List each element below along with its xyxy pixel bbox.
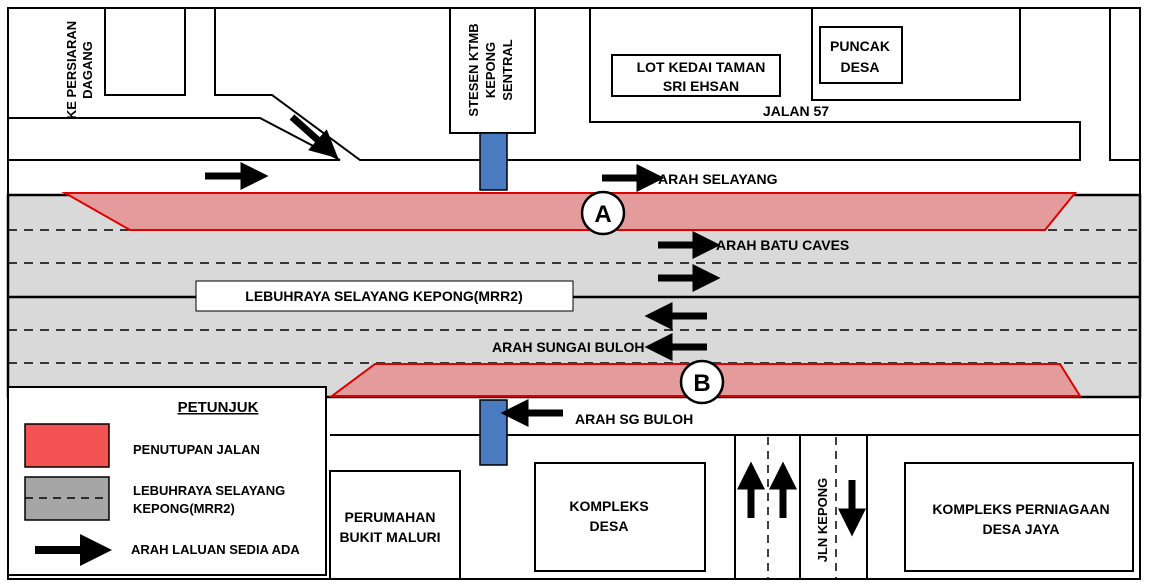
highway-name-box xyxy=(195,280,574,312)
svg-text:KE PERSIARAN: KE PERSIARAN xyxy=(64,21,79,119)
puncak-label: DESA xyxy=(841,59,880,75)
svg-text:JLN KEPONG: JLN KEPONG xyxy=(815,478,830,563)
legend-closure-swatch xyxy=(24,423,110,468)
vertical-label-jln-kepong: JLN KEPONG xyxy=(815,478,830,563)
svg-text:DAGANG: DAGANG xyxy=(80,41,95,99)
streets-layer xyxy=(7,7,1141,580)
lot-kedai-label: SRI EHSAN xyxy=(663,78,739,94)
legend-highway-label: LEBUHRAYA SELAYANG xyxy=(133,483,285,498)
highway-name-label: LEBUHRAYA SELAYANG KEPONG(MRR2) xyxy=(245,288,522,304)
lot-kedai-box xyxy=(611,54,781,97)
marker-a: A xyxy=(580,190,626,236)
perumahan-label: BUKIT MALURI xyxy=(339,529,440,545)
lot-kedai-label: LOT KEDAI TAMAN xyxy=(637,59,766,75)
perumahan-label: PERUMAHAN xyxy=(345,509,436,525)
kompleks-desa-label: KOMPLEKS xyxy=(569,498,648,514)
puncak-label: PUNCAK xyxy=(830,38,890,54)
svg-text:KEPONG: KEPONG xyxy=(483,42,498,98)
arrow-diagonal-icon xyxy=(289,114,339,159)
legend-title: PETUNJUK xyxy=(178,399,259,416)
kompleks-perniagaan-label: DESA JAYA xyxy=(982,521,1059,537)
svg-text:A: A xyxy=(594,201,611,228)
svg-text:STESEN KTMB: STESEN KTMB xyxy=(466,23,481,116)
station-platform-south xyxy=(479,399,508,466)
vertical-label-ke-persiaran: KE PERSIARAN DAGANG xyxy=(64,21,95,119)
legend-highway-label: KEPONG(MRR2) xyxy=(133,501,235,516)
svg-text:B: B xyxy=(693,370,710,397)
marker-b: B xyxy=(679,359,725,405)
station-platform-north xyxy=(479,132,508,191)
kompleks-desa-label: DESA xyxy=(590,518,629,534)
arah-sg-buloh-label: ARAH SG BULOH xyxy=(575,411,693,427)
arah-sungai-buloh-label: ARAH SUNGAI BULOH xyxy=(492,339,644,355)
legend: PETUNJUK PENUTUPAN JALAN LEBUHRAYA SELAY… xyxy=(7,386,327,576)
legend-closure-label: PENUTUPAN JALAN xyxy=(133,442,260,457)
vertical-label-stesen: STESEN KTMB KEPONG SENTRAL xyxy=(466,23,515,116)
road-closure-a xyxy=(61,192,1078,231)
kompleks-perniagaan-label: KOMPLEKS PERNIAGAAN xyxy=(932,501,1109,517)
puncak-box xyxy=(819,26,903,84)
arah-batu-caves-label: ARAH BATU CAVES xyxy=(716,237,849,253)
jalan57-label: JALAN 57 xyxy=(763,103,829,119)
arah-selayang-label: ARAH SELAYANG xyxy=(658,171,778,187)
legend-route-label: ARAH LALUAN SEDIA ADA xyxy=(131,542,300,557)
svg-text:SENTRAL: SENTRAL xyxy=(500,39,515,100)
